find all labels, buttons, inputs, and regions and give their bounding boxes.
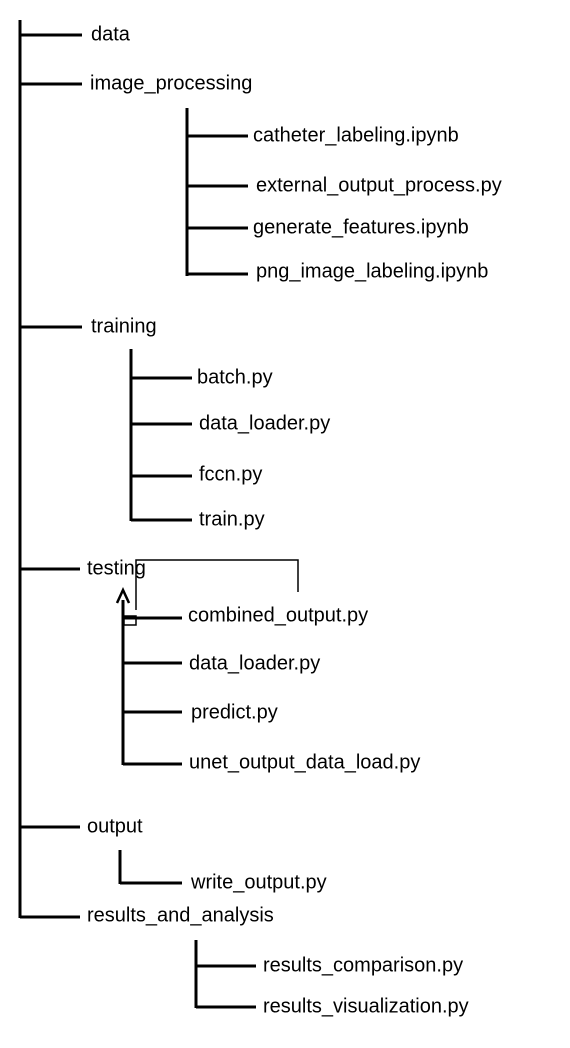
file-catheter-labeling-label: catheter_labeling.ipynb [253, 124, 459, 146]
folder-results-and-analysis-label: results_and_analysis [87, 904, 274, 926]
folder-output-label: output [87, 815, 143, 837]
testing-trunk-arrowhead [115, 587, 131, 604]
folder-data-label: data [91, 23, 131, 45]
folder-testing-label: testing [87, 557, 146, 579]
file-fccn-label: fccn.py [199, 463, 262, 485]
folder-image-processing-label: image_processing [90, 72, 252, 94]
file-batch-label: batch.py [197, 366, 273, 388]
file-combined-output-label: combined_output.py [188, 604, 368, 626]
file-generate-features-label: generate_features.ipynb [253, 216, 469, 238]
folder-training-label: training [91, 315, 157, 337]
file-results-comparison-label: results_comparison.py [263, 954, 463, 976]
file-testing-data-loader-label: data_loader.py [189, 652, 320, 674]
file-training-data-loader-label: data_loader.py [199, 412, 330, 434]
file-results-visualization-label: results_visualization.py [263, 995, 469, 1017]
stray-connector-box [135, 559, 299, 610]
file-unet-output-data-load-label: unet_output_data_load.py [189, 751, 420, 773]
file-external-output-process-label: external_output_process.py [256, 174, 502, 196]
file-train-label: train.py [199, 508, 265, 530]
file-predict-label: predict.py [191, 701, 278, 723]
file-png-image-labeling-label: png_image_labeling.ipynb [256, 260, 488, 282]
file-write-output-label: write_output.py [190, 871, 327, 893]
